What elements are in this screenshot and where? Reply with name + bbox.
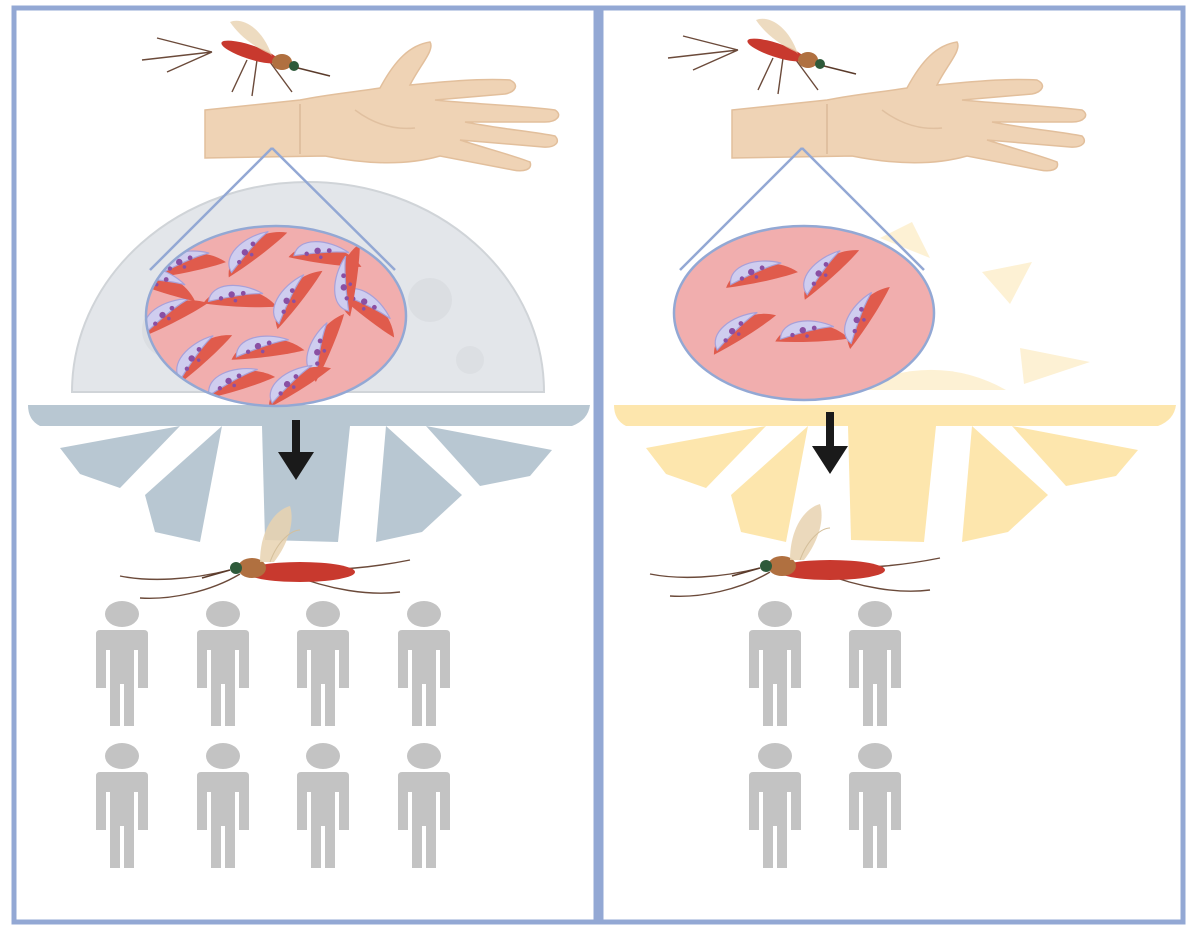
blood-zoom-bubble [144,224,408,408]
arrow-down-icon [812,412,848,474]
zoom-lines [149,147,396,271]
arrow-down-icon [278,420,314,480]
zoom-lines [679,147,925,271]
sun-rays-icon [614,405,1176,542]
blood-zoom-bubble [672,224,936,402]
